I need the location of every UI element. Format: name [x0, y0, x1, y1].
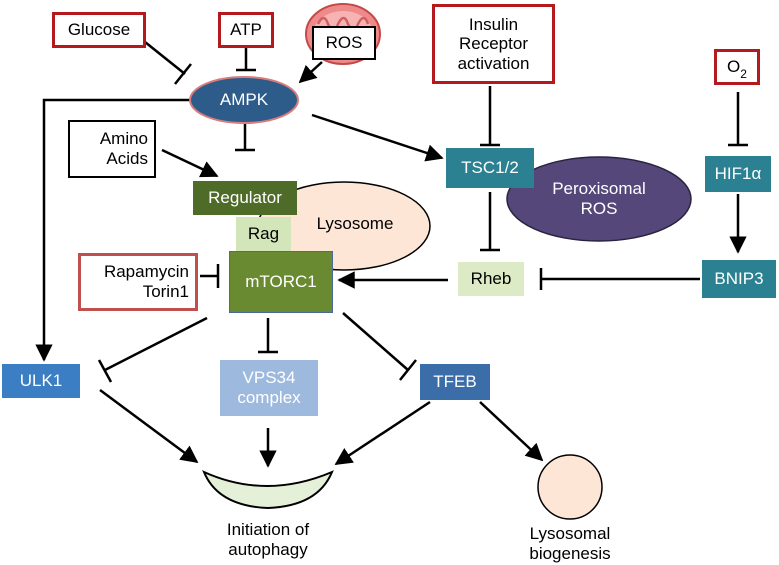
mtorc1-label: mTORC1: [245, 272, 317, 292]
edge-bnip3-inhibits-rheb: [539, 268, 700, 290]
ulk1-label: ULK1: [19, 371, 63, 391]
tsc-node: TSC1/2: [446, 148, 534, 188]
bnip3-label: BNIP3: [714, 269, 764, 289]
peroxisomal-ros-shape: [506, 156, 692, 242]
o2-symbol: O: [727, 57, 741, 77]
edge-ampk-activates-tsc: [311, 113, 444, 162]
rag-label: Rag: [247, 224, 280, 244]
atp-label: ATP: [230, 20, 262, 40]
regulator-label: Regulator: [208, 188, 282, 208]
edge-atp-inhibits-ampk: [236, 46, 256, 72]
regulator-node: Regulator: [193, 181, 297, 215]
hif-node: HIF1α: [705, 156, 771, 192]
amino-acids-label: Amino Acids: [99, 129, 148, 168]
rag-node: Rag: [236, 217, 291, 251]
edge-insulin-inhibits-tsc: [480, 86, 500, 147]
tsc-label: TSC1/2: [461, 158, 519, 178]
edge-ampk-activates-ulk1: [35, 98, 190, 362]
lysosome-label: Lysosome: [316, 213, 394, 233]
tfeb-label: TFEB: [433, 372, 477, 392]
torin-label: Torin1: [142, 282, 189, 301]
edge-tfeb-to-biogenesis: [479, 401, 544, 462]
ros-box: ROS: [312, 26, 376, 60]
edge-mtorc1-inhibits-tfeb: [342, 312, 417, 381]
rapamycin-label: Rapamycin: [103, 262, 189, 282]
ulk1-node: ULK1: [2, 364, 80, 398]
edge-glucose-inhibits-ampk: [144, 41, 192, 85]
autophagy-label: Initiation of autophagy: [226, 520, 310, 560]
o2-subscript: 2: [740, 67, 747, 82]
ampk-node: AMPK: [190, 78, 298, 122]
insulin-box: Insulin Receptor activation: [432, 4, 555, 84]
edge-mtorc1-inhibits-ulk1-autophagy: [97, 316, 208, 383]
tfeb-node: TFEB: [420, 364, 490, 400]
edge-o2-inhibits-hif: [728, 92, 748, 147]
vps34-node: VPS34 complex: [220, 360, 318, 416]
edge-aminoacids-activates-regulator: [161, 148, 219, 178]
hif-label: HIF1α: [714, 164, 762, 184]
lysosomal-biogenesis-circle: [537, 454, 603, 520]
o2-label: O2: [727, 57, 747, 81]
rheb-label: Rheb: [470, 269, 512, 289]
peroxisomal-ros-label: Peroxisomal ROS: [552, 178, 646, 218]
biogenesis-label: Lysosomal biogenesis: [529, 524, 611, 564]
bnip3-node: BNIP3: [702, 260, 776, 298]
vps34-label: VPS34 complex: [237, 368, 301, 407]
rheb-node: Rheb: [458, 262, 524, 296]
mtorc1-node: mTORC1: [229, 251, 333, 313]
edge-rapamycin-inhibits-mtorc1: [200, 264, 220, 288]
ampk-label: AMPK: [219, 89, 269, 109]
edge-mtorc1-inhibits-vps34: [258, 318, 278, 354]
atp-box: ATP: [218, 12, 274, 48]
edge-ulk1-to-autophagy: [99, 388, 199, 464]
edge-tsc-inhibits-rheb: [480, 192, 500, 252]
edge-ros-activates-ampk: [298, 61, 323, 84]
insulin-label: Insulin Receptor activation: [457, 14, 530, 73]
peroxisomal-ros-node: Peroxisomal ROS: [540, 172, 658, 226]
amino-acids-box: Amino Acids: [68, 120, 156, 178]
o2-box: O2: [714, 49, 760, 85]
autophagy-cup-icon: [202, 470, 334, 510]
edge-tfeb-to-autophagy: [334, 400, 431, 466]
glucose-label: Glucose: [67, 20, 131, 40]
lysosome-node: Lysosome: [300, 206, 410, 242]
glucose-box: Glucose: [52, 12, 146, 48]
ros-label: ROS: [325, 33, 363, 53]
ampk-shape: [189, 76, 299, 124]
